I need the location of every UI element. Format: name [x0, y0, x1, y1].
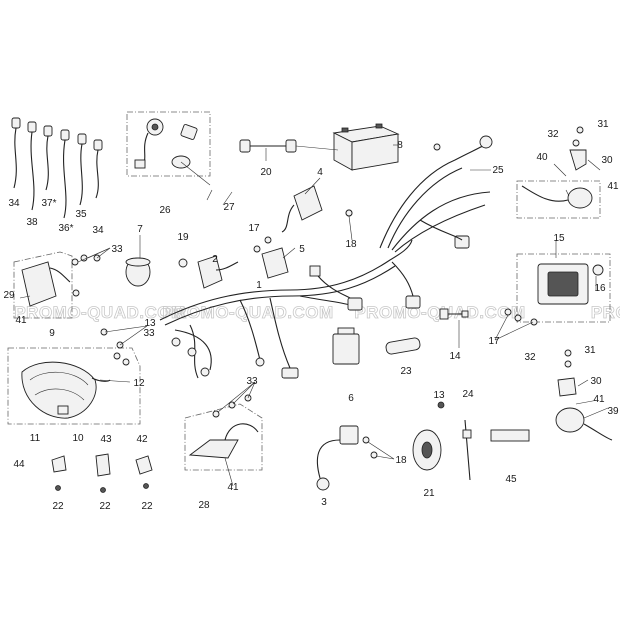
watermark-left: PROMO-QUAD.COM [14, 303, 185, 322]
label-33-bottom: 33 [246, 376, 258, 387]
screw-18-upper [345, 209, 353, 217]
bulb-socket-set [11, 117, 103, 219]
turn-signal-upper [521, 126, 593, 209]
label-36: 36* [58, 223, 73, 234]
connector-23 [385, 337, 421, 355]
main-harness-branch [379, 135, 493, 253]
regulator [281, 185, 353, 233]
label-21: 21 [423, 488, 435, 499]
label-37: 37* [41, 198, 56, 209]
label-9: 9 [49, 328, 55, 339]
rear-lamp-assembly [504, 263, 604, 326]
relay [178, 255, 239, 289]
leader-lines [19, 144, 609, 487]
turn-signal-lower [555, 349, 613, 441]
label-13-upper: 13 [144, 318, 156, 329]
cable-tie [462, 419, 472, 481]
watermark-center: PROMO-QUAD.COM [162, 303, 333, 322]
label-13-lower: 13 [433, 390, 445, 401]
headlight [21, 328, 130, 419]
flasher-relay [332, 327, 360, 365]
label-19: 19 [177, 232, 189, 243]
label-23: 23 [400, 366, 412, 377]
cdi-unit [253, 236, 289, 279]
label-2: 2 [212, 254, 218, 265]
group-box-15 [516, 253, 611, 323]
label-39: 39 [607, 406, 619, 417]
label-30-lower: 30 [590, 376, 602, 387]
group-box-9 [7, 347, 141, 425]
label-31-upper: 31 [597, 119, 609, 130]
label-5: 5 [299, 244, 305, 255]
group-box-29 [13, 251, 73, 319]
label-11: 11 [30, 433, 41, 444]
label-10: 10 [72, 433, 84, 444]
pad-45 [490, 429, 530, 442]
label-17-upper: 17 [248, 223, 260, 234]
label-22-b: 22 [99, 501, 111, 512]
battery-lead [239, 139, 297, 153]
label-18-lower: 18 [395, 455, 407, 466]
fuse-holder [439, 308, 469, 320]
watermark-edge: PRO [591, 303, 620, 322]
label-18-upper: 18 [345, 239, 357, 250]
group-box-40 [516, 180, 601, 219]
label-14: 14 [449, 351, 461, 362]
buzzer [125, 257, 151, 287]
tail-light [21, 254, 101, 307]
label-41-upper-right: 41 [607, 181, 619, 192]
label-41-lower-right: 41 [593, 394, 605, 405]
label-35: 35 [75, 209, 87, 220]
label-40: 40 [536, 152, 548, 163]
label-43: 43 [100, 434, 112, 445]
battery [332, 123, 400, 171]
label-34-a: 34 [8, 198, 20, 209]
label-29: 29 [3, 290, 15, 301]
label-3: 3 [321, 497, 327, 508]
label-45: 45 [505, 474, 517, 485]
part-labels: 1 2 3 4 5 6 7 8 9 10 11 12 13 13 14 15 1… [3, 119, 619, 512]
label-33-mid: 33 [143, 328, 155, 339]
brackets-bottom-left [51, 453, 153, 493]
label-41-left: 41 [15, 315, 27, 326]
label-8: 8 [397, 140, 403, 151]
main-harness [159, 239, 421, 379]
label-25: 25 [492, 165, 504, 176]
group-box-28 [184, 403, 263, 471]
ignition-switch [134, 118, 211, 186]
label-32-lower: 32 [524, 352, 536, 363]
label-16: 16 [594, 283, 606, 294]
label-6: 6 [348, 393, 354, 404]
label-26: 26 [159, 205, 171, 216]
label-33-left: 33 [111, 244, 123, 255]
label-32-upper: 32 [547, 129, 559, 140]
label-24: 24 [462, 389, 474, 400]
label-31-lower: 31 [584, 345, 596, 356]
side-marker-light [188, 394, 259, 459]
label-17-lower: 17 [488, 336, 500, 347]
label-7: 7 [137, 224, 143, 235]
label-34-b: 34 [92, 225, 104, 236]
label-42: 42 [136, 434, 148, 445]
label-27: 27 [223, 202, 235, 213]
label-22-c: 22 [141, 501, 153, 512]
horn [412, 401, 445, 471]
label-12: 12 [133, 378, 145, 389]
label-38: 38 [26, 217, 38, 228]
label-41-bottom: 41 [227, 482, 239, 493]
ignition-coil [316, 425, 378, 491]
label-4: 4 [317, 167, 323, 178]
label-20: 20 [260, 167, 272, 178]
label-28: 28 [198, 500, 210, 511]
label-22-a: 22 [52, 501, 64, 512]
label-44: 44 [13, 459, 25, 470]
label-30-upper: 30 [601, 155, 613, 166]
group-box-26 [126, 111, 211, 177]
label-15: 15 [553, 233, 565, 244]
label-1: 1 [256, 280, 262, 291]
